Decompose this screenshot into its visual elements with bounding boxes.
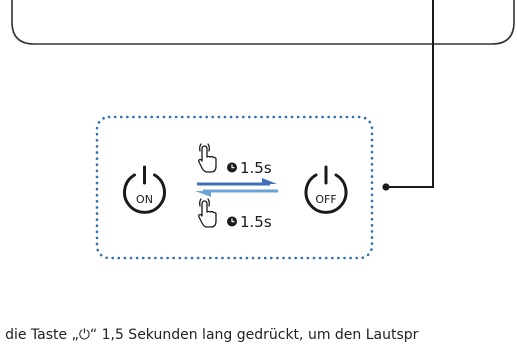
on-label: ON (136, 193, 153, 206)
clock-icon (227, 216, 237, 227)
clock-icon (227, 162, 237, 173)
press-hand-icon (198, 198, 217, 228)
back-arrow (195, 189, 278, 197)
press-duration-top: 1.5s (240, 159, 272, 177)
instruction-caption: e die Taste „⏻“ 1,5 Sekunden lang gedrüc… (0, 327, 419, 343)
press-duration-bottom: 1.5s (240, 213, 272, 231)
power-on-icon: ON (123, 165, 166, 214)
connector-line (386, 0, 434, 188)
power-off-icon: OFF (304, 165, 348, 214)
press-hand-icon (198, 143, 217, 173)
device-outline (11, 0, 515, 45)
connector-dot (382, 183, 390, 191)
dotted-frame (95, 115, 374, 260)
off-label: OFF (315, 193, 336, 206)
forward-arrow (197, 178, 277, 186)
